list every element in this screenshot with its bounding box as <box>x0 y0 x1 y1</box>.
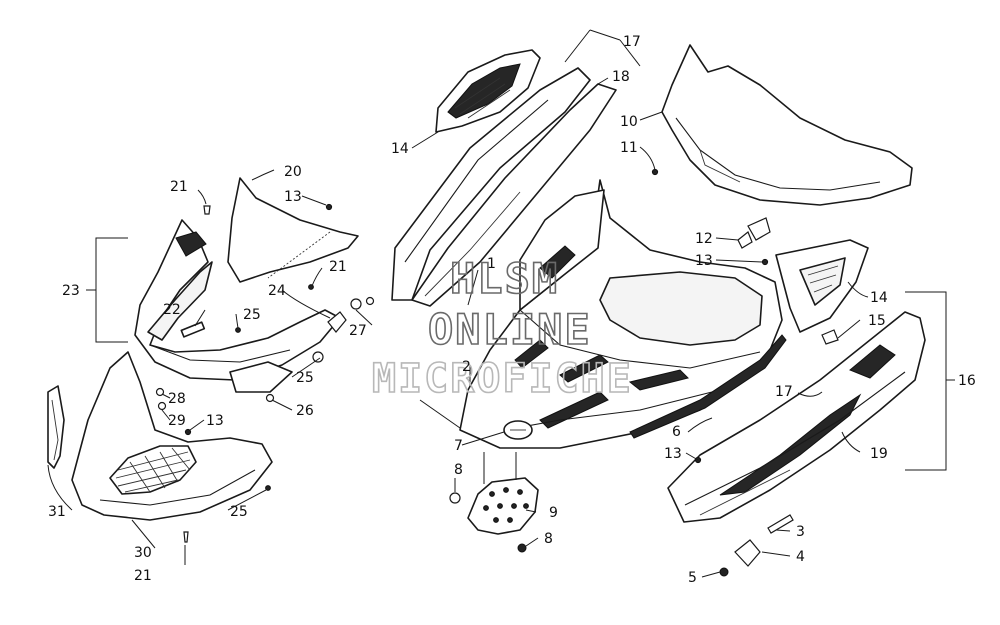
callout-30: 30 <box>134 545 152 561</box>
callout-12: 12 <box>695 231 713 247</box>
watermark: HLSM ONLINE MICROFICHE <box>371 253 633 403</box>
grille-mesh <box>115 447 191 493</box>
callout-14-right: 14 <box>870 290 888 306</box>
callout-28: 28 <box>168 391 186 407</box>
callout-17-lower: 17 <box>775 384 793 400</box>
callout-19: 19 <box>870 446 888 462</box>
callout-21-top: 21 <box>170 179 188 195</box>
callout-27: 27 <box>349 323 367 339</box>
callout-13-left-top: 13 <box>284 189 302 205</box>
part-lower-bumper <box>71 351 273 521</box>
part-windshield <box>661 44 913 206</box>
callout-14-upper: 14 <box>391 141 409 157</box>
part-dash-panel <box>227 177 359 283</box>
callout-1: 1 <box>487 256 496 272</box>
part-upper-trim-strip <box>391 67 591 301</box>
callout-29: 29 <box>168 413 186 429</box>
watermark-line-1: HLSM <box>450 254 559 303</box>
callout-20: 20 <box>284 164 302 180</box>
callout-25-mid: 25 <box>296 370 314 386</box>
callouts: 14 17 18 10 11 1 12 13 14 15 16 17 19 6 … <box>48 34 976 586</box>
callout-15: 15 <box>868 313 886 329</box>
callout-23: 23 <box>62 283 80 299</box>
part-side-stripe <box>629 334 787 439</box>
callout-25-lower: 25 <box>230 504 248 520</box>
callout-13-right-lower: 13 <box>664 446 682 462</box>
callout-17-upper: 17 <box>623 34 641 50</box>
callout-7: 7 <box>454 438 463 454</box>
callout-31: 31 <box>48 504 66 520</box>
callout-13-left-lower: 13 <box>206 413 224 429</box>
callout-22: 22 <box>163 302 181 318</box>
callout-8-lower: 8 <box>544 531 553 547</box>
callout-5: 5 <box>688 570 697 586</box>
callout-21-mid: 21 <box>329 259 347 275</box>
callout-18: 18 <box>612 69 630 85</box>
part-side-panel <box>667 311 926 523</box>
callout-11: 11 <box>620 140 638 156</box>
callout-26: 26 <box>296 403 314 419</box>
part-mount-plate <box>467 477 539 535</box>
group-brackets <box>86 237 955 471</box>
watermark-line-2: ONLINE <box>428 305 592 354</box>
part-side-vent-right <box>775 239 869 333</box>
callout-21-bottom: 21 <box>134 568 152 584</box>
part-grille-trim <box>47 385 65 469</box>
callout-8-upper: 8 <box>454 462 463 478</box>
callout-24: 24 <box>268 283 286 299</box>
hardware <box>155 168 839 577</box>
callout-16: 16 <box>958 373 976 389</box>
leader-lines <box>47 29 869 578</box>
callout-9: 9 <box>549 505 558 521</box>
part-front-nose <box>134 219 341 393</box>
callout-2: 2 <box>462 359 471 375</box>
part-side-vent-upper <box>435 49 541 133</box>
callout-13-right-upper: 13 <box>695 253 713 269</box>
watermark-line-3: MICROFICHE <box>372 356 633 402</box>
callout-6: 6 <box>672 424 681 440</box>
callout-10: 10 <box>620 114 638 130</box>
callout-4: 4 <box>796 549 805 565</box>
part-decal-strip <box>411 83 617 307</box>
callout-25-upper: 25 <box>243 307 261 323</box>
callout-3: 3 <box>796 524 805 540</box>
